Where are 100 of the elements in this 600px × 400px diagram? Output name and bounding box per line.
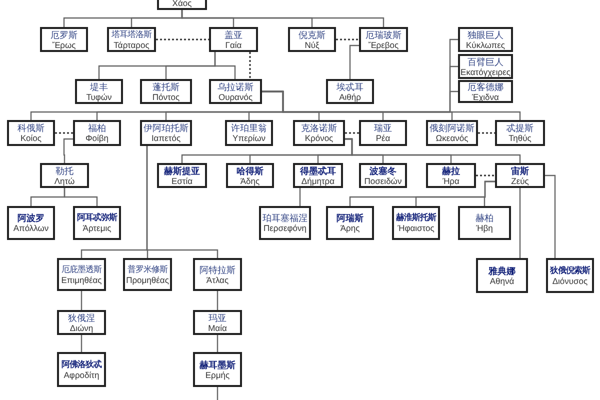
greek-name: Ἔρως <box>52 40 76 50</box>
chinese-name: 赫拉 <box>442 166 460 176</box>
name-box <box>140 120 192 146</box>
marriage-line <box>55 132 73 134</box>
family-line <box>181 10 384 27</box>
name-box <box>326 79 374 104</box>
name-box <box>476 258 528 293</box>
name-box <box>75 79 123 104</box>
name-box <box>193 258 242 291</box>
greek-name: Ἔρεβος <box>368 40 399 50</box>
family-line <box>146 146 218 258</box>
chinese-name: 厄庇墨透斯 <box>62 264 102 274</box>
name-box <box>359 163 407 188</box>
family-line <box>80 335 82 352</box>
family-line <box>216 387 218 400</box>
greek-name: Έχιδνα <box>472 92 499 102</box>
name-box <box>40 163 89 188</box>
greek-name: Ερμής <box>205 370 230 380</box>
marriage-line <box>336 38 359 40</box>
chinese-name: 盖亚 <box>224 30 242 40</box>
chinese-name: 狄俄涅 <box>68 312 95 322</box>
chinese-name: 塔耳塔洛斯 <box>112 30 152 40</box>
chinese-name: 伊阿珀托斯 <box>144 123 188 133</box>
family-line <box>545 174 556 258</box>
name-box <box>495 163 545 188</box>
greek-name: Άδης <box>240 176 260 186</box>
greek-name: Εστία <box>171 176 193 186</box>
greek-name: Τυφών <box>86 92 112 102</box>
greek-name: Υπερίων <box>232 133 266 143</box>
chinese-name: 赫斯提亚 <box>164 166 200 176</box>
chinese-name: 得墨忒耳 <box>300 166 336 176</box>
name-box <box>193 352 242 387</box>
chinese-name: 玛亚 <box>208 312 226 322</box>
name-box <box>123 258 172 291</box>
name-box <box>458 54 513 79</box>
name-box <box>359 27 408 52</box>
chinese-name: 忒提斯 <box>506 123 534 133</box>
chinese-name: 赫柏 <box>476 213 494 223</box>
greek-name: Αιθήρ <box>339 92 361 102</box>
chinese-name: 雅典娜 <box>488 266 516 276</box>
name-box <box>193 310 242 335</box>
name-box <box>359 120 407 146</box>
family-line <box>262 90 458 113</box>
chinese-name: 珀耳塞福涅 <box>262 213 308 223</box>
greek-name: Ήβη <box>476 223 493 233</box>
family-line <box>484 180 495 206</box>
chinese-name: 阿瑞斯 <box>336 213 364 223</box>
chinese-name: 厄客德娜 <box>468 82 504 92</box>
family-line <box>299 188 301 206</box>
greek-name: Ωκεανός <box>436 133 468 143</box>
marriage-line <box>156 38 209 40</box>
greek-name: Ζεύς <box>511 176 529 186</box>
name-box <box>157 163 207 188</box>
chinese-name: 俄刻阿诺斯 <box>430 123 474 133</box>
family-line <box>214 52 236 79</box>
name-box <box>7 206 55 240</box>
greek-name: Κοίος <box>20 133 42 143</box>
chinese-name: 赫耳墨斯 <box>200 360 236 370</box>
name-box <box>458 27 513 52</box>
name-box <box>73 120 121 146</box>
family-line <box>216 335 218 352</box>
greek-name: Διώνη <box>70 322 94 332</box>
name-box <box>57 258 106 291</box>
chinese-name: 狄俄倪索斯 <box>550 266 590 276</box>
name-box <box>293 163 343 188</box>
name-box <box>57 310 106 335</box>
greek-name: Λητώ <box>54 176 75 186</box>
chinese-name: 科俄斯 <box>18 123 44 133</box>
name-box <box>7 120 55 146</box>
chinese-name: 蓬托斯 <box>152 82 180 92</box>
greek-name: Απόλλων <box>13 223 49 233</box>
greek-name: Φοίβη <box>85 133 108 143</box>
greek-name: Τηθύς <box>508 133 532 143</box>
chinese-name: 百臂巨人 <box>468 56 504 66</box>
greek-name: Αφροδίτη <box>64 370 100 380</box>
chinese-name: 哈得斯 <box>236 166 264 176</box>
chinese-name: 阿耳忒弥斯 <box>77 213 117 223</box>
greek-name: Εκατόγχειρες <box>460 66 510 76</box>
name-box <box>495 120 545 146</box>
chinese-name: 普罗米修斯 <box>128 264 168 274</box>
name-box <box>57 352 106 387</box>
greek-name: Ιαπετός <box>151 133 181 143</box>
family-line <box>349 44 359 79</box>
chinese-name: 宙斯 <box>511 166 529 176</box>
name-box <box>225 120 273 146</box>
chinese-name: 阿特拉斯 <box>200 264 236 274</box>
greek-name: Επιμηθέας <box>61 274 102 284</box>
greek-name: Περσεφόνη <box>263 223 306 233</box>
name-box <box>458 206 511 240</box>
name-box <box>288 27 336 52</box>
chinese-name: 厄罗斯 <box>50 30 78 40</box>
chinese-name: 阿佛洛狄忒 <box>62 360 102 370</box>
name-box <box>546 258 594 293</box>
chinese-name: 赫淮斯托斯 <box>396 213 436 223</box>
chinese-name: 波塞冬 <box>370 166 396 176</box>
marriage-line <box>345 132 359 134</box>
chinese-name: 堤丰 <box>90 82 108 92</box>
name-box <box>426 163 476 188</box>
greek-name: Διόνυσος <box>552 276 588 286</box>
greek-name: Αθηνά <box>490 276 514 286</box>
